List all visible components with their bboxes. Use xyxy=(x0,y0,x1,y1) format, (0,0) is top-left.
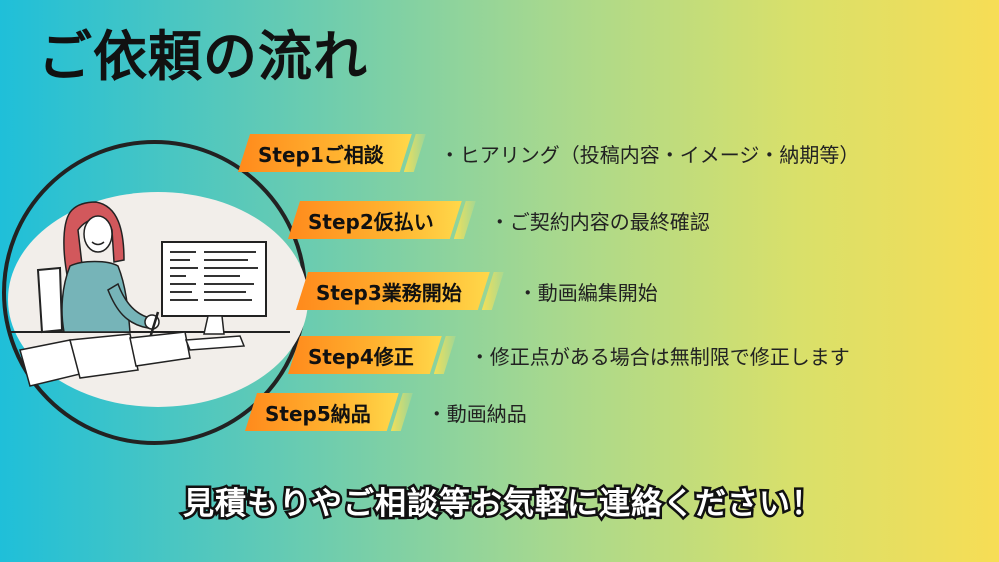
keyboard-icon xyxy=(184,335,246,351)
step-4: Step4修正 ・修正点がある場合は無制限で修正します xyxy=(288,335,850,375)
monitor-code-lines xyxy=(170,251,258,301)
step-3-badge: Step3業務開始 xyxy=(296,272,490,310)
pen-icon xyxy=(148,311,160,339)
step-3: Step3業務開始 ・動画編集開始 xyxy=(296,271,658,311)
step-2-description: ・ご契約内容の最終確認 xyxy=(489,209,710,234)
step-5-badge: Step5納品 xyxy=(245,393,399,431)
step-1-description: ・ヒアリング（投稿内容・イメージ・納期等） xyxy=(439,142,860,167)
monitor-icon xyxy=(161,241,267,317)
contact-message: 見積もりやご相談等お気軽に連絡ください！ xyxy=(181,484,825,525)
step-5: Step5納品 ・動画納品 xyxy=(245,392,527,432)
face-icon xyxy=(83,215,113,253)
monitor-stand xyxy=(203,315,225,335)
step-1-badge: Step1ご相談 xyxy=(238,134,412,172)
step-4-description: ・修正点がある場合は無制限で修正します xyxy=(469,344,850,369)
step-4-badge: Step4修正 xyxy=(288,336,442,374)
step-5-description: ・動画納品 xyxy=(426,401,527,426)
step-1: Step1ご相談 ・ヒアリング（投稿内容・イメージ・納期等） xyxy=(238,133,859,173)
step-3-description: ・動画編集開始 xyxy=(517,280,658,305)
chair-icon xyxy=(36,266,64,334)
step-2: Step2仮払い ・ご契約内容の最終確認 xyxy=(288,200,710,240)
paper-icon xyxy=(19,339,81,387)
step-2-badge: Step2仮払い xyxy=(288,201,462,239)
page-title: ご依頼の流れ xyxy=(38,25,368,88)
woman-at-computer-illustration xyxy=(10,201,290,387)
